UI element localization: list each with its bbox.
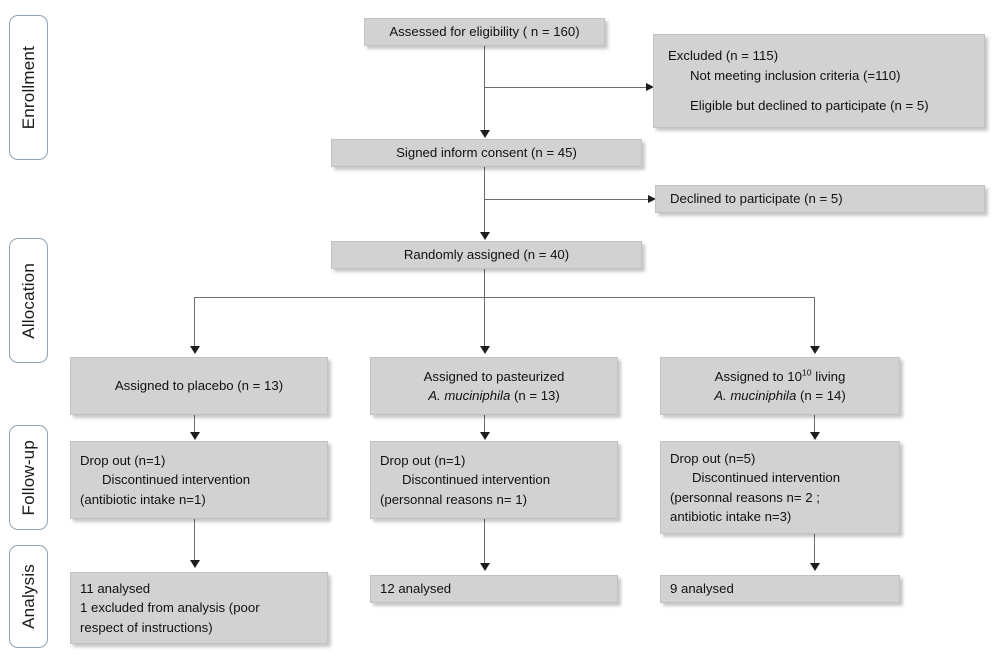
excluded-line-2: Not meeting inclusion criteria (=110)	[690, 67, 901, 83]
allocation-arm2-count: (n = 13)	[510, 388, 560, 403]
stage-label-analysis-text: Analysis	[18, 564, 38, 629]
followup-arm2-line-1: Drop out (n=1)	[380, 452, 466, 468]
connector-followup3-to-analysis3	[814, 534, 816, 566]
box-analysis-arm-living: 9 analysed	[660, 575, 900, 603]
followup-arm3-line-3: (personnal reasons n= 2 ;	[670, 489, 820, 505]
box-assessed-for-eligibility: Assessed for eligibility ( n = 160)	[364, 18, 605, 46]
followup-arm3-line-2: Discontinued intervention	[692, 470, 841, 486]
box-declined-to-participate: Declined to participate (n = 5)	[655, 185, 985, 213]
stage-label-followup: Follow-up	[9, 425, 48, 530]
allocation-arm3-line-2: A. muciniphila (n = 14)	[714, 386, 846, 405]
stage-label-allocation-text: Allocation	[18, 262, 38, 339]
arrow-assessed-to-excluded	[646, 83, 654, 91]
analysis-arm3-line-1: 9 analysed	[670, 581, 734, 597]
box-analysis-arm-pasteurized: 12 analysed	[370, 575, 618, 603]
analysis-arm1-line-3: respect of instructions)	[80, 619, 213, 635]
consent-text: Signed inform consent (n = 45)	[396, 145, 577, 161]
followup-arm1-line-1: Drop out (n=1)	[80, 452, 166, 468]
stage-label-followup-text: Follow-up	[18, 439, 38, 516]
arrow-assessed-to-consent	[480, 130, 490, 138]
allocation-arm3-dose-pre: Assigned to 10	[714, 368, 802, 384]
arrow-bus-to-arm2	[480, 346, 490, 354]
arrow-arm1-to-followup1	[190, 432, 200, 440]
analysis-arm1-line-1: 11 analysed	[80, 580, 151, 596]
connector-arm2-to-followup2	[484, 415, 486, 437]
followup-arm3-line-1: Drop out (n=5)	[670, 450, 756, 466]
allocation-arm3-dose-post: living	[811, 368, 846, 384]
species-name-arm3: A. muciniphila	[714, 388, 797, 403]
allocation-arm2-line-2: A. muciniphila (n = 13)	[428, 386, 560, 405]
analysis-arm1-line-2: 1 excluded from analysis (poor	[80, 600, 260, 616]
arrow-arm2-to-followup2	[480, 432, 490, 440]
box-allocation-arm-living: Assigned to 1010 living A. muciniphila (…	[660, 357, 900, 415]
stage-label-enrollment-text: Enrollment	[18, 45, 38, 130]
arrow-followup2-to-analysis2	[480, 563, 490, 571]
arrow-followup3-to-analysis3	[810, 563, 820, 571]
allocation-arm1-line-1: Assigned to placebo (n = 13)	[114, 378, 284, 394]
connector-bus-to-arm2	[484, 297, 486, 349]
box-followup-arm-placebo: Drop out (n=1) Discontinued intervention…	[70, 441, 328, 519]
box-excluded: Excluded (n = 115) Not meeting inclusion…	[653, 34, 985, 128]
connector-assessed-to-excluded	[484, 87, 648, 89]
connector-assessed-to-consent	[484, 45, 486, 133]
connector-allocation-bus	[194, 297, 815, 299]
species-name-arm2: A. muciniphila	[428, 388, 511, 403]
followup-arm2-line-3: (personnal reasons n= 1)	[380, 491, 527, 507]
allocation-arm3-dose-exponent: 10	[801, 367, 812, 378]
connector-consent-to-randomized	[484, 167, 486, 235]
connector-randomized-stem	[484, 269, 486, 298]
box-allocation-arm-pasteurized: Assigned to pasteurized A. muciniphila (…	[370, 357, 618, 415]
connector-arm1-to-followup1	[194, 415, 196, 437]
allocation-arm3-count: (n = 14)	[796, 388, 846, 403]
followup-arm1-line-2: Discontinued intervention	[102, 472, 251, 488]
allocation-arm2-line-1: Assigned to pasteurized	[423, 368, 565, 384]
arrow-followup1-to-analysis1	[190, 560, 200, 568]
connector-arm3-to-followup3	[814, 415, 816, 437]
assessed-text: Assessed for eligibility ( n = 160)	[389, 24, 580, 40]
arrow-consent-to-randomized	[480, 232, 490, 240]
box-signed-inform-consent: Signed inform consent (n = 45)	[331, 139, 642, 167]
stage-label-allocation: Allocation	[9, 238, 48, 363]
box-followup-arm-pasteurized: Drop out (n=1) Discontinued intervention…	[370, 441, 618, 519]
randomized-text: Randomly assigned (n = 40)	[403, 247, 570, 263]
box-allocation-arm-placebo: Assigned to placebo (n = 13)	[70, 357, 328, 415]
allocation-arm3-line-1: Assigned to 1010 living	[715, 367, 846, 386]
connector-consent-to-declined	[484, 199, 650, 201]
stage-label-enrollment: Enrollment	[9, 15, 48, 160]
arrow-consent-to-declined	[648, 195, 656, 203]
analysis-arm2-line-1: 12 analysed	[380, 581, 452, 597]
excluded-line-1: Excluded (n = 115)	[668, 48, 779, 64]
excluded-line-3: Eligible but declined to participate (n …	[690, 98, 929, 114]
stage-label-analysis: Analysis	[9, 545, 48, 648]
followup-arm3-line-4: antibiotic intake n=3)	[670, 508, 792, 524]
followup-arm1-line-3: (antibiotic intake n=1)	[80, 491, 206, 507]
connector-followup2-to-analysis2	[484, 519, 486, 566]
box-randomly-assigned: Randomly assigned (n = 40)	[331, 241, 642, 269]
connector-bus-to-arm3	[814, 297, 816, 349]
declined-text: Declined to participate (n = 5)	[670, 191, 843, 207]
box-analysis-arm-placebo: 11 analysed 1 excluded from analysis (po…	[70, 572, 328, 644]
followup-arm2-line-2: Discontinued intervention	[402, 472, 551, 488]
arrow-bus-to-arm1	[190, 346, 200, 354]
box-followup-arm-living: Drop out (n=5) Discontinued intervention…	[660, 441, 900, 534]
arrow-bus-to-arm3	[810, 346, 820, 354]
connector-followup1-to-analysis1	[194, 519, 196, 563]
connector-bus-to-arm1	[194, 297, 196, 349]
arrow-arm3-to-followup3	[810, 432, 820, 440]
